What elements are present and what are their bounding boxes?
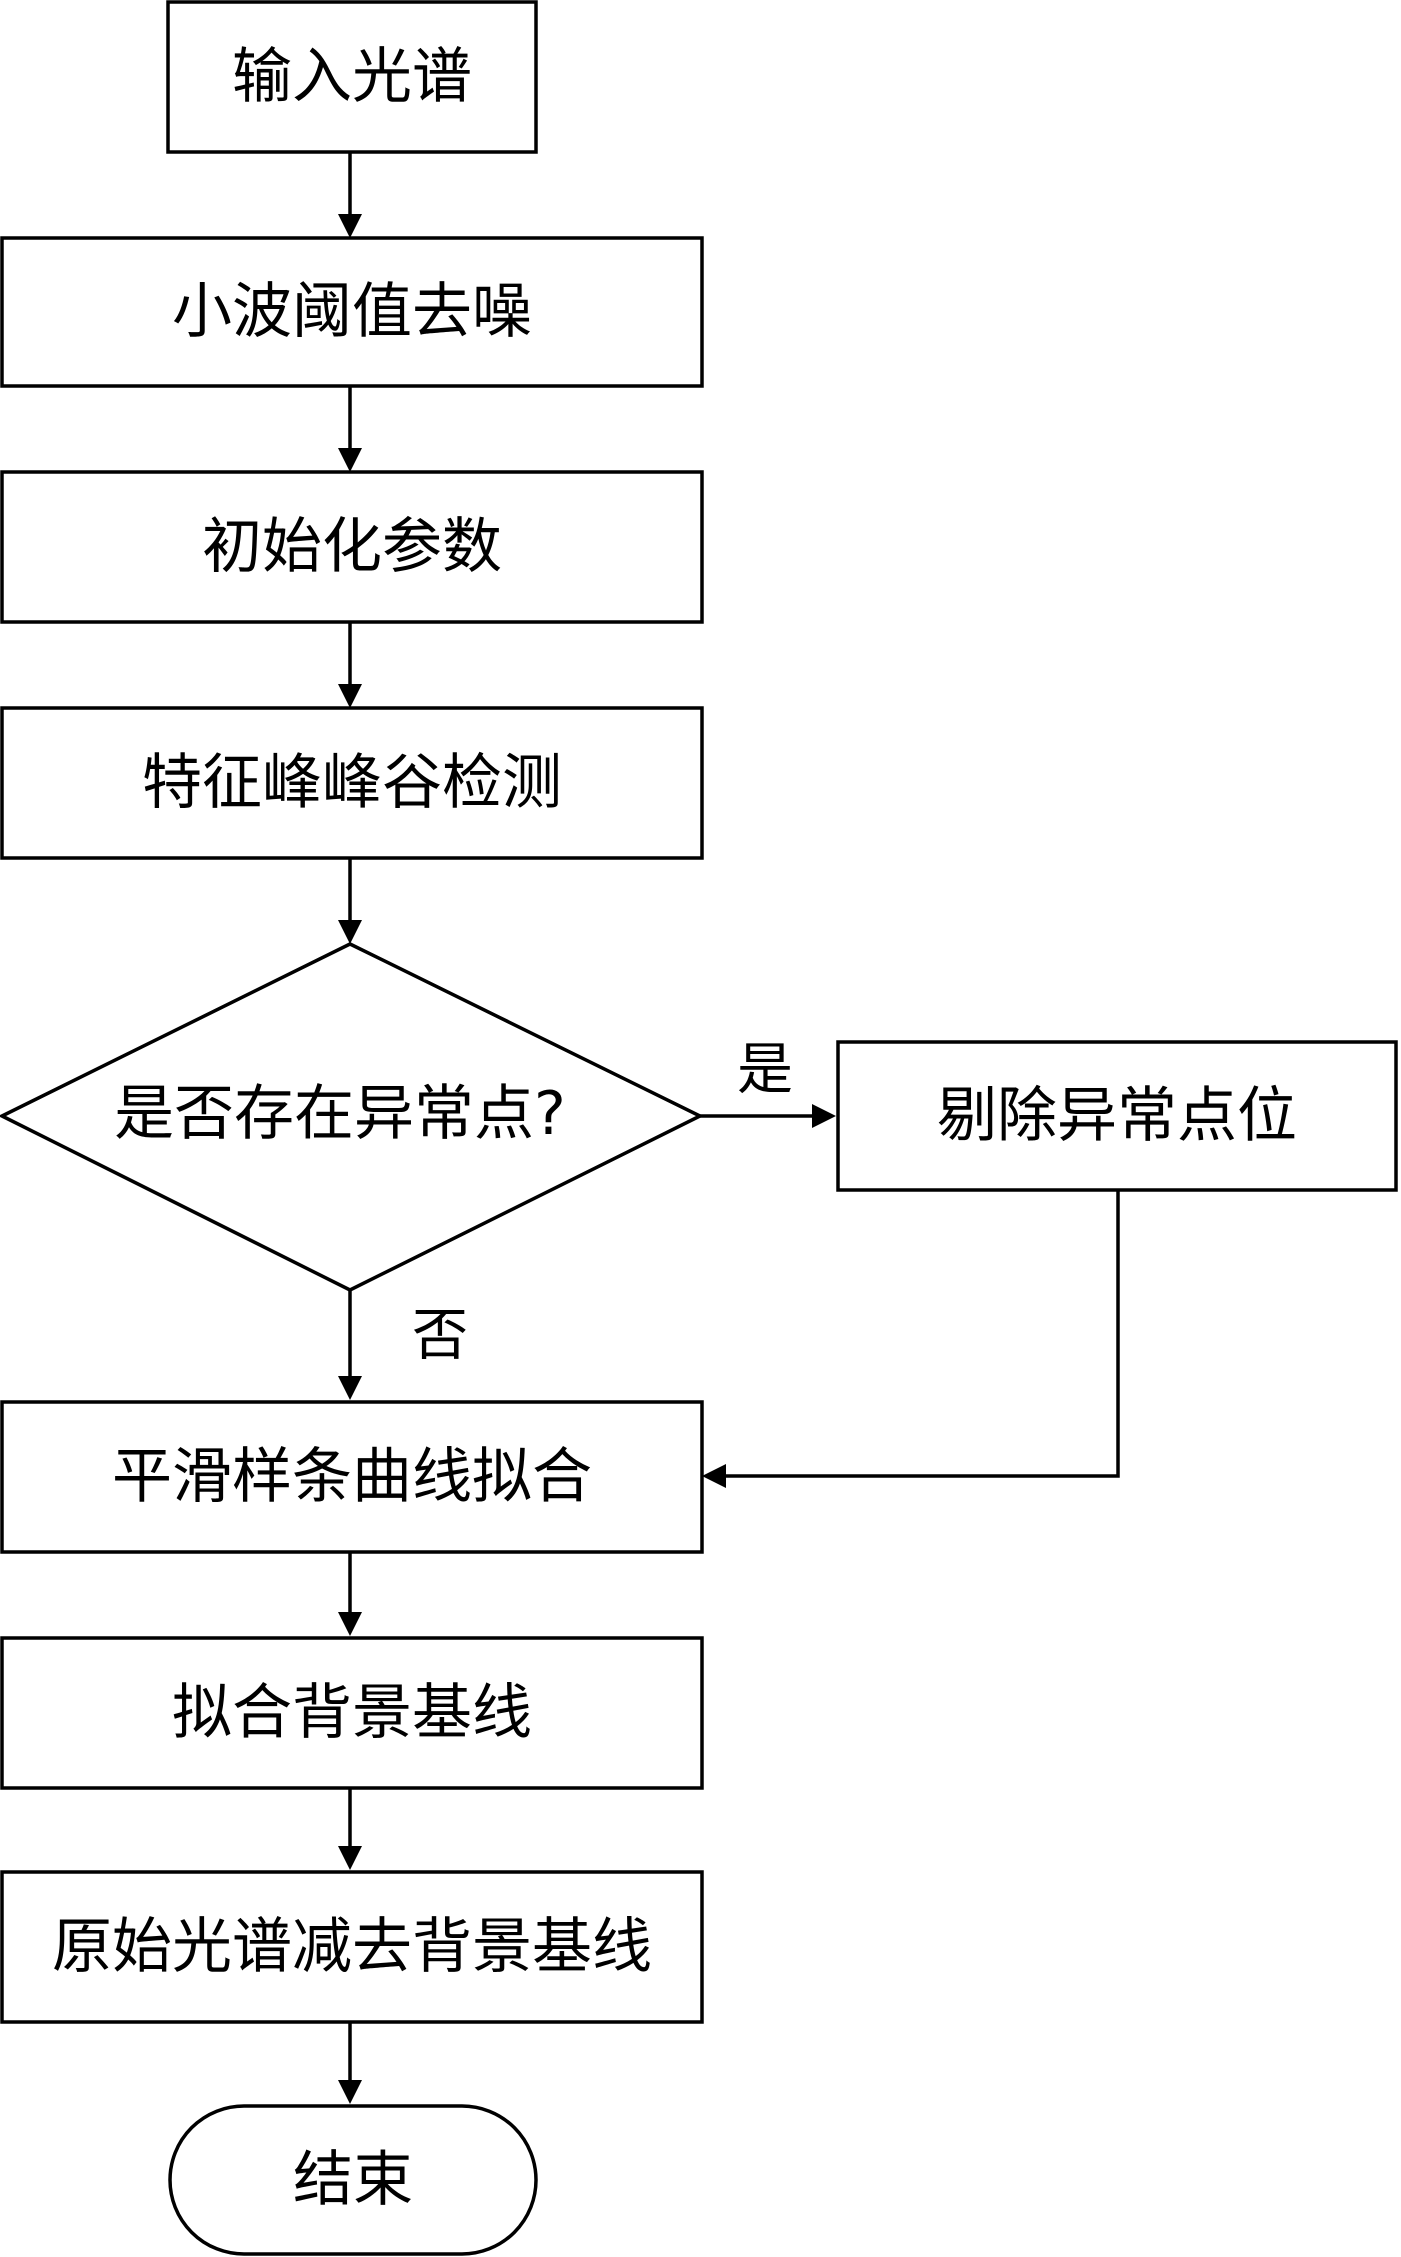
node-input-box xyxy=(166,0,538,154)
node-remove-box xyxy=(836,1040,1398,1192)
arrow-decision-spline xyxy=(338,1376,362,1400)
edge-remove-spline xyxy=(714,1190,1120,1478)
node-subtract-box xyxy=(0,1870,704,2024)
node-denoise-label: 小波阈值去噪 xyxy=(172,277,532,347)
arrow-spline-baseline xyxy=(338,1612,362,1636)
node-denoise-box xyxy=(0,236,704,388)
node-subtract: 原始光谱减去背景基线 xyxy=(0,1870,704,2024)
node-remove: 剔除异常点位 xyxy=(836,1040,1398,1192)
arrow-subtract-end xyxy=(338,2080,362,2104)
node-decision: 是否存在异常点? xyxy=(0,942,704,1292)
node-detect-label: 特征峰峰谷检测 xyxy=(142,748,562,818)
node-spline: 平滑样条曲线拟合 xyxy=(0,1400,704,1554)
node-denoise: 小波阈值去噪 xyxy=(0,236,704,388)
arrow-input-denoise xyxy=(338,214,362,238)
node-baseline: 拟合背景基线 xyxy=(0,1636,704,1790)
arrow-decision-remove xyxy=(812,1104,836,1128)
node-spline-label: 平滑样条曲线拟合 xyxy=(112,1442,592,1512)
arrow-remove-spline xyxy=(702,1464,726,1488)
edge-label-no: 否 xyxy=(412,1304,468,1369)
node-end-terminal xyxy=(168,2104,538,2256)
node-decision-diamond xyxy=(0,942,704,1292)
node-decision-label: 是否存在异常点? xyxy=(114,1079,566,1149)
arrow-init-detect xyxy=(338,684,362,708)
node-init-box xyxy=(0,470,704,624)
node-input: 输入光谱 xyxy=(166,0,538,154)
node-init: 初始化参数 xyxy=(0,470,704,624)
node-remove-label: 剔除异常点位 xyxy=(937,1081,1297,1151)
node-init-label: 初始化参数 xyxy=(202,512,502,582)
node-detect-box xyxy=(0,706,704,860)
arrow-denoise-init xyxy=(338,448,362,472)
arrow-detect-decision xyxy=(338,920,362,944)
node-end: 结束 xyxy=(168,2104,538,2256)
arrow-baseline-subtract xyxy=(338,1846,362,1870)
node-spline-box xyxy=(0,1400,704,1554)
node-detect: 特征峰峰谷检测 xyxy=(0,706,704,860)
node-input-label: 输入光谱 xyxy=(232,42,472,112)
node-subtract-label: 原始光谱减去背景基线 xyxy=(52,1912,652,1982)
edge-label-yes: 是 xyxy=(737,1038,793,1103)
node-end-label: 结束 xyxy=(293,2145,413,2215)
node-baseline-box xyxy=(0,1636,704,1790)
node-baseline-label: 拟合背景基线 xyxy=(172,1678,532,1748)
connectors xyxy=(338,152,1120,2104)
